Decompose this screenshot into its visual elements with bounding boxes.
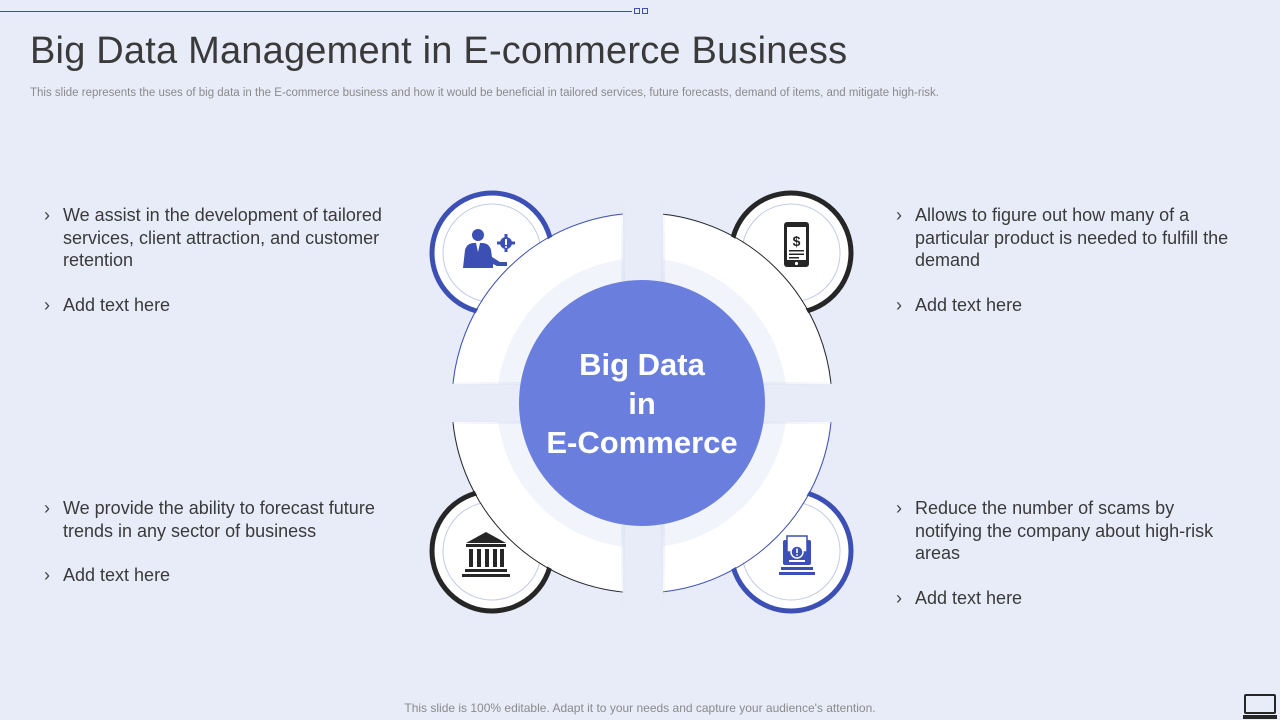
chevron-right-icon: ›	[896, 587, 902, 608]
text-block-bottom-left: › We provide the ability to forecast futu…	[44, 497, 394, 609]
slide-title: Big Data Management in E-commerce Busine…	[30, 30, 848, 72]
bullet-text: Add text here	[915, 294, 1023, 315]
bullet-point: › We assist in the development of tailore…	[44, 204, 394, 272]
top-decor-square	[634, 8, 640, 14]
center-label: Big Data in E-Commerce	[519, 280, 765, 526]
bullet-text: Add text here	[915, 587, 1023, 608]
center-label-line3: E-Commerce	[546, 424, 738, 460]
bullet-text: Add text here	[63, 565, 171, 585]
chevron-right-icon: ›	[44, 565, 50, 585]
bank-building-icon	[462, 532, 510, 577]
chevron-right-icon: ›	[44, 205, 50, 225]
bullet-point: › Add text here	[44, 564, 394, 587]
monitor-icon	[1243, 694, 1277, 719]
chevron-right-icon: ›	[44, 498, 50, 518]
text-block-top-right: › Allows to figure out how many of a part…	[896, 204, 1246, 338]
slide-footer: This slide is 100% editable. Adapt it to…	[404, 701, 876, 715]
bullet-point: › Add text here	[896, 587, 1246, 610]
bullet-text: Allows to figure out how many of a parti…	[915, 205, 1229, 270]
bullet-point: › Reduce the number of scams by notifying…	[896, 497, 1246, 565]
center-circle	[519, 280, 765, 526]
businessman-gear-icon	[463, 229, 515, 268]
chevron-right-icon: ›	[896, 205, 902, 225]
text-block-top-left: › We assist in the development of tailore…	[44, 204, 394, 338]
mobile-dollar-icon: $	[784, 222, 809, 267]
bullet-text: We assist in the development of tailored…	[63, 205, 382, 270]
chevron-right-icon: ›	[896, 498, 902, 518]
bullet-point: › Add text here	[44, 294, 394, 317]
text-block-bottom-right: › Reduce the number of scams by notifying…	[896, 497, 1246, 631]
svg-text:$: $	[793, 233, 801, 249]
alert-document-icon	[779, 535, 815, 575]
bullet-text: Add text here	[63, 294, 171, 315]
bullet-point: › Allows to figure out how many of a part…	[896, 204, 1246, 272]
bullet-text: We provide the ability to forecast futur…	[63, 498, 375, 541]
bullet-point: › Add text here	[896, 294, 1246, 317]
center-label-line1: Big Data	[579, 346, 705, 382]
bullet-point: › We provide the ability to forecast futu…	[44, 497, 394, 542]
center-label-line2: in	[628, 385, 656, 421]
chevron-right-icon: ›	[896, 294, 902, 315]
chevron-right-icon: ›	[44, 294, 50, 315]
top-decor-square	[642, 8, 648, 14]
top-decor-line	[0, 11, 632, 12]
slide-subtitle: This slide represents the uses of big da…	[30, 87, 939, 99]
bullet-text: Reduce the number of scams by notifying …	[915, 498, 1214, 563]
